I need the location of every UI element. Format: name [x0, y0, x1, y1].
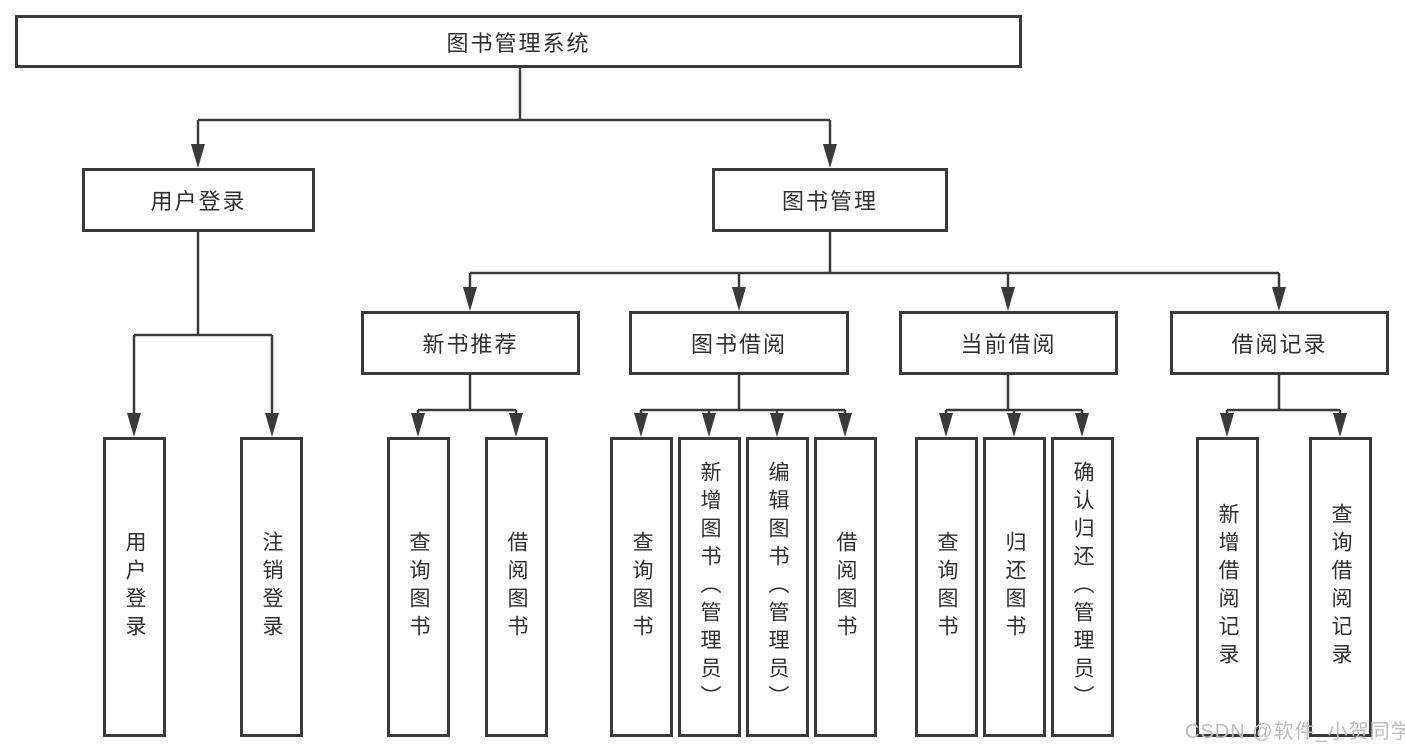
- leaf-query-books-borrow-label: 查询图书: [630, 531, 653, 643]
- arrowhead: [509, 413, 523, 437]
- leaf-query-books-current: 查询图书: [915, 437, 978, 737]
- arrowhead: [411, 413, 425, 437]
- leaf-add-book-admin-label: 新增图书（管理员）: [698, 461, 721, 713]
- connector-book-management-to-level3: [468, 232, 1281, 290]
- leaf-return-book-label: 归还图书: [1003, 531, 1026, 643]
- node-book-management-label: 图书管理: [781, 189, 878, 214]
- leaf-borrow-books-recommend-label: 借阅图书: [505, 531, 528, 643]
- leaf-edit-book-admin-label: 编辑图书（管理员）: [766, 461, 789, 713]
- arrowhead: [127, 413, 141, 437]
- leaf-query-books-recommend: 查询图书: [387, 437, 450, 737]
- node-user-login: 用户登录: [82, 168, 315, 232]
- leaf-logout: 注销登录: [240, 437, 303, 737]
- connector-current-borrow-to-leaves: [944, 375, 1084, 416]
- leaf-add-book-admin: 新增图书（管理员）: [678, 437, 741, 737]
- leaf-logout-label: 注销登录: [260, 531, 283, 643]
- arrowhead: [1007, 413, 1021, 437]
- arrowhead: [939, 413, 953, 437]
- leaf-query-borrow-record-label: 查询借阅记录: [1329, 503, 1352, 671]
- node-user-login-label: 用户登录: [150, 189, 247, 214]
- arrowhead: [1001, 287, 1015, 311]
- node-current-borrow-label: 当前借阅: [960, 332, 1057, 357]
- node-current-borrow: 当前借阅: [899, 311, 1118, 375]
- leaf-borrow-books-label: 借阅图书: [834, 531, 857, 643]
- connector-root-to-level2: [196, 68, 832, 146]
- connector-new-book-to-leaves: [416, 375, 518, 416]
- node-new-book-recommend-label: 新书推荐: [422, 332, 519, 357]
- node-root-label: 图书管理系统: [446, 30, 591, 56]
- leaf-query-books-borrow: 查询图书: [610, 437, 673, 737]
- arrowhead: [838, 413, 852, 437]
- arrowhead: [1333, 413, 1347, 437]
- node-root: 图书管理系统: [15, 15, 1022, 68]
- leaf-add-borrow-record-label: 新增借阅记录: [1216, 503, 1239, 671]
- connector-book-borrow-to-leaves: [639, 375, 847, 416]
- connector-borrow-records-to-leaves: [1225, 375, 1342, 416]
- arrowhead: [1220, 413, 1234, 437]
- arrowhead: [191, 144, 205, 168]
- arrowhead: [823, 144, 837, 168]
- leaf-return-book: 归还图书: [983, 437, 1046, 737]
- arrowhead: [265, 413, 279, 437]
- watermark-text: CSDN @软件_小贺同学: [1185, 721, 1405, 743]
- leaf-user-login: 用户登录: [103, 437, 166, 737]
- leaf-borrow-books: 借阅图书: [814, 437, 877, 737]
- node-new-book-recommend: 新书推荐: [361, 311, 580, 375]
- arrowhead: [1075, 413, 1089, 437]
- node-book-borrow: 图书借阅: [629, 311, 849, 375]
- arrowhead: [634, 413, 648, 437]
- leaf-user-login-label: 用户登录: [123, 531, 146, 643]
- arrowhead: [463, 287, 477, 311]
- leaf-edit-book-admin: 编辑图书（管理员）: [746, 437, 809, 737]
- arrowhead: [1272, 287, 1286, 311]
- connector-user-login-to-leaves: [132, 232, 274, 416]
- leaf-add-borrow-record: 新增借阅记录: [1196, 437, 1259, 737]
- leaf-borrow-books-recommend: 借阅图书: [485, 437, 548, 737]
- node-book-borrow-label: 图书借阅: [690, 332, 787, 357]
- arrowhead: [732, 287, 746, 311]
- node-book-management: 图书管理: [712, 168, 948, 232]
- leaf-query-books-current-label: 查询图书: [935, 531, 958, 643]
- node-borrow-records-label: 借阅记录: [1231, 332, 1328, 357]
- leaf-query-borrow-record: 查询借阅记录: [1309, 437, 1372, 737]
- leaf-query-books-recommend-label: 查询图书: [407, 531, 430, 643]
- leaf-confirm-return-admin-label: 确认归还（管理员）: [1071, 461, 1094, 713]
- leaf-confirm-return-admin: 确认归还（管理员）: [1051, 437, 1114, 737]
- arrowhead: [770, 413, 784, 437]
- node-borrow-records: 借阅记录: [1170, 311, 1389, 375]
- arrowhead: [702, 413, 716, 437]
